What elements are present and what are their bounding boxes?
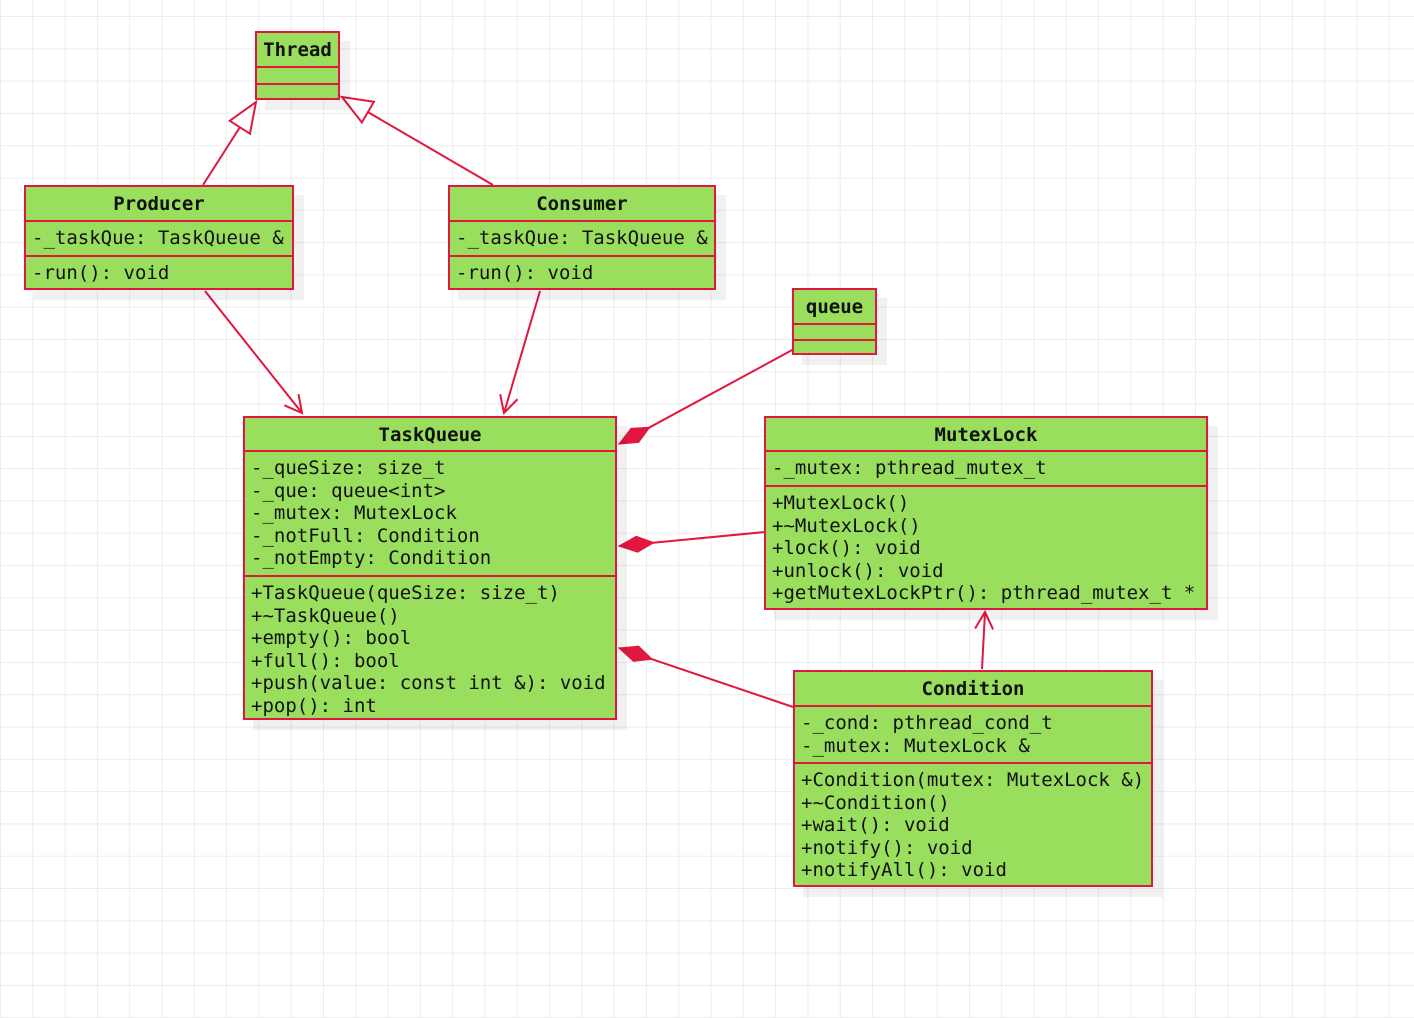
method: +TaskQueue(queSize: size_t) xyxy=(251,582,560,604)
class-condition-title: Condition xyxy=(795,672,1151,707)
class-thread-attributes-compartment xyxy=(257,68,338,85)
method: +MutexLock() xyxy=(772,492,910,514)
attribute: -_taskQue: TaskQueue & xyxy=(32,227,284,249)
method: +push(value: const int &): void xyxy=(251,672,606,694)
relation-condition-to-mutexlock xyxy=(974,609,995,670)
method: +notify(): void xyxy=(801,836,973,859)
relation-condition-composed-in-taskqueue xyxy=(617,645,794,708)
class-thread-methods-compartment xyxy=(257,85,338,102)
class-taskqueue-title: TaskQueue xyxy=(245,418,615,452)
attribute: -_notEmpty: Condition xyxy=(251,547,492,569)
method: +full(): bool xyxy=(251,649,400,672)
method: +Condition(mutex: MutexLock &) xyxy=(801,769,1145,791)
class-producer-attributes-compartment: -_taskQue: TaskQueue & xyxy=(26,222,292,257)
class-taskqueue-methods-compartment: +TaskQueue(queSize: size_t) +~TaskQueue(… xyxy=(245,577,615,722)
method: +wait(): void xyxy=(801,814,950,836)
class-condition-methods-compartment: +Condition(mutex: MutexLock &) +~Conditi… xyxy=(795,764,1151,889)
class-mutexlock-methods-compartment: +MutexLock() +~MutexLock() +lock(): void… xyxy=(766,487,1206,612)
attribute: -_mutex: pthread_mutex_t xyxy=(772,457,1047,479)
method: +pop(): int xyxy=(251,694,377,717)
relation-consumer-extends-thread xyxy=(339,95,494,186)
attribute: -_mutex: MutexLock & xyxy=(801,734,1030,757)
class-producer-title: Producer xyxy=(26,187,292,222)
class-consumer: Consumer -_taskQue: TaskQueue & -run(): … xyxy=(448,185,716,290)
class-thread-title: Thread xyxy=(257,33,338,68)
attribute: -_notFull: Condition xyxy=(251,524,480,547)
method: +~TaskQueue() xyxy=(251,604,400,627)
relation-mutexlock-composed-in-taskqueue xyxy=(617,531,766,553)
method: -run(): void xyxy=(456,262,594,284)
class-producer: Producer -_taskQue: TaskQueue & -run(): … xyxy=(24,185,294,290)
method: +notifyAll(): void xyxy=(801,859,1007,881)
method: +lock(): void xyxy=(772,537,921,559)
class-mutexlock-title: MutexLock xyxy=(766,418,1206,452)
class-thread: Thread xyxy=(255,31,340,100)
attribute: -_mutex: MutexLock xyxy=(251,502,457,524)
method: +empty(): bool xyxy=(251,627,412,649)
relation-producer-to-taskqueue xyxy=(204,290,304,415)
class-queue: queue xyxy=(792,288,877,355)
method: +~MutexLock() xyxy=(772,514,921,537)
class-queue-title: queue xyxy=(794,290,875,325)
class-queue-methods-compartment xyxy=(794,341,875,357)
class-queue-attributes-compartment xyxy=(794,325,875,341)
class-consumer-attributes-compartment: -_taskQue: TaskQueue & xyxy=(450,222,714,257)
relation-producer-extends-thread xyxy=(202,99,258,186)
class-taskqueue: TaskQueue -_queSize: size_t -_que: queue… xyxy=(243,416,617,720)
class-condition: Condition -_cond: pthread_cond_t -_mutex… xyxy=(793,670,1153,887)
class-consumer-methods-compartment: -run(): void xyxy=(450,257,714,292)
method: +~Condition() xyxy=(801,791,950,814)
attribute: -_taskQue: TaskQueue & xyxy=(456,227,708,249)
method: +unlock(): void xyxy=(772,559,944,582)
class-condition-attributes-compartment: -_cond: pthread_cond_t -_mutex: MutexLoc… xyxy=(795,707,1151,764)
class-producer-methods-compartment: -run(): void xyxy=(26,257,292,292)
class-mutexlock: MutexLock -_mutex: pthread_mutex_t +Mute… xyxy=(764,416,1208,610)
relation-consumer-to-taskqueue xyxy=(499,290,541,416)
attribute: -_queSize: size_t xyxy=(251,457,446,479)
attribute: -_cond: pthread_cond_t xyxy=(801,712,1053,734)
method: -run(): void xyxy=(32,262,170,284)
attribute: -_que: queue<int> xyxy=(251,479,446,502)
class-mutexlock-attributes-compartment: -_mutex: pthread_mutex_t xyxy=(766,452,1206,487)
class-consumer-title: Consumer xyxy=(450,187,714,222)
method: +getMutexLockPtr(): pthread_mutex_t * xyxy=(772,582,1196,604)
class-taskqueue-attributes-compartment: -_queSize: size_t -_que: queue<int> -_mu… xyxy=(245,452,615,577)
